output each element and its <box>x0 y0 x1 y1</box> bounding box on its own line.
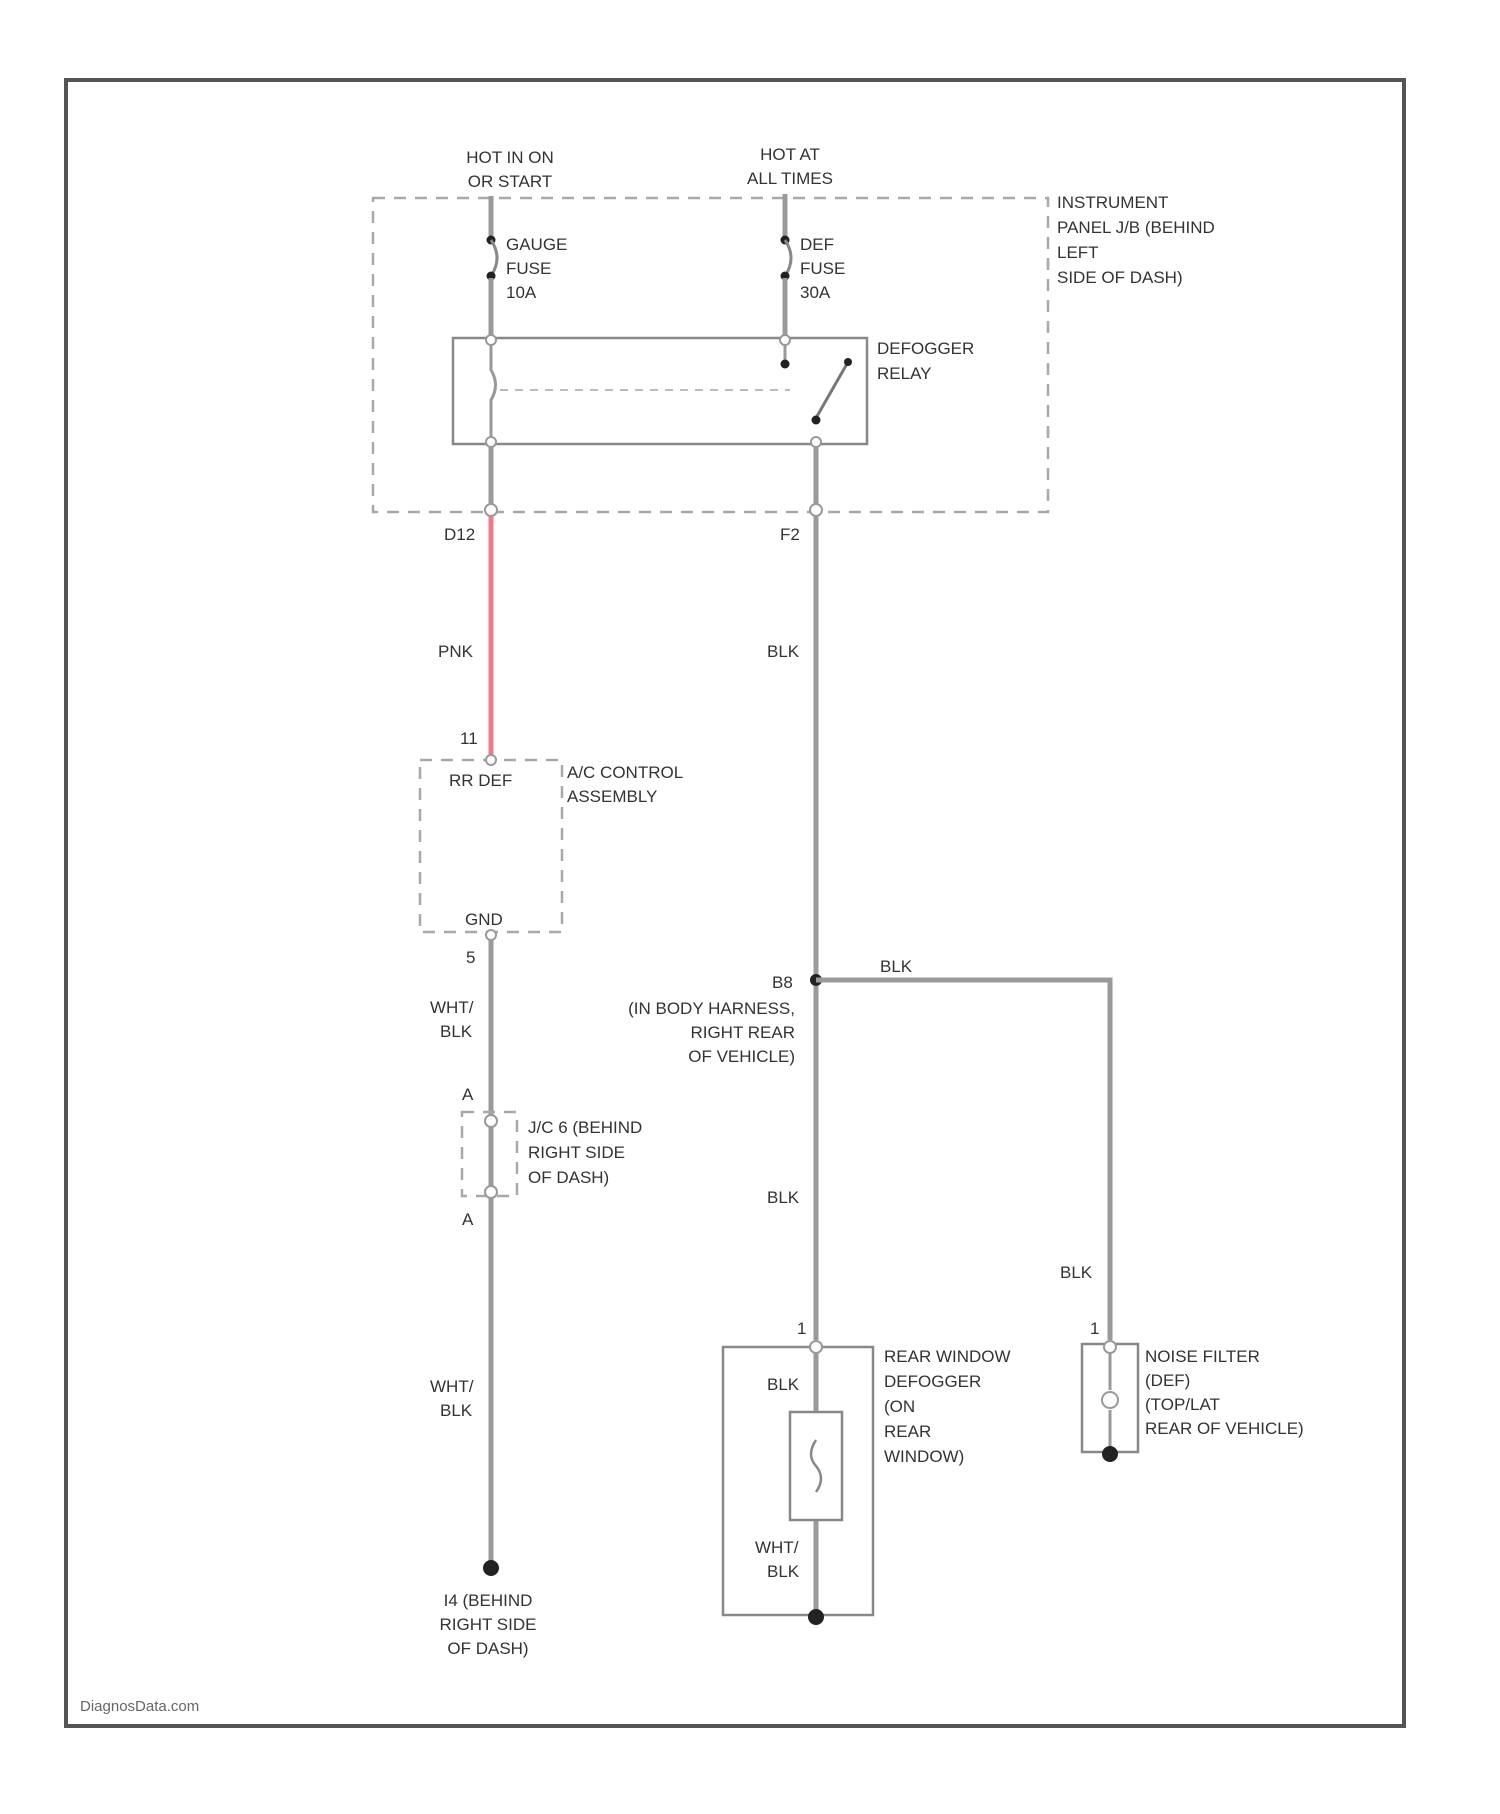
connector-d12-pin <box>485 504 497 516</box>
relay-pin-bottom-right <box>811 437 821 447</box>
wire-blk-branch-label: BLK <box>880 957 913 976</box>
power-label-right-2: ALL TIMES <box>747 169 833 188</box>
rear-defogger-label-2: DEFOGGER <box>884 1372 981 1391</box>
ac-control-pin-rr-def-label: RR DEF <box>449 771 512 790</box>
wire-wht-blk-upper-label-1: WHT/ <box>430 998 474 1017</box>
noise-filter-label-3: (TOP/LAT <box>1145 1395 1220 1414</box>
wire-blk-upper-label: BLK <box>767 642 800 661</box>
def-fuse-icon <box>785 240 791 276</box>
noise-filter-label-4: REAR OF VEHICLE) <box>1145 1419 1304 1438</box>
rear-defogger-wht-blk-label-1: WHT/ <box>755 1538 799 1557</box>
ac-control-pin-rr-def <box>486 755 496 765</box>
rear-defogger-pin <box>810 1341 822 1353</box>
rear-defogger-label-3: (ON <box>884 1397 915 1416</box>
rear-defogger-pin-label: 1 <box>797 1319 806 1338</box>
credit-text: DiagnosData.com <box>80 1698 199 1715</box>
noise-filter-ground <box>1102 1446 1118 1462</box>
rear-defogger-blk-label: BLK <box>767 1375 800 1394</box>
def-fuse-label-3: 30A <box>800 283 831 302</box>
wire-blk-right-label: BLK <box>1060 1263 1093 1282</box>
gauge-fuse-label-3: 10A <box>506 283 537 302</box>
ac-control-pin-gnd <box>486 930 496 940</box>
ac-control-label-1: A/C CONTROL <box>567 763 683 782</box>
power-label-right-1: HOT AT <box>760 145 820 164</box>
jc-pin-bottom <box>485 1186 497 1198</box>
relay-coil-icon <box>491 345 496 440</box>
splice-label-1: (IN BODY HARNESS, <box>628 999 795 1018</box>
gauge-fuse-label-2: FUSE <box>506 259 551 278</box>
diagram-frame <box>66 80 1404 1726</box>
jc-label-2: RIGHT SIDE <box>528 1143 625 1162</box>
instrument-jb-label-2: PANEL J/B (BEHIND <box>1057 218 1215 237</box>
relay-switch-pivot <box>844 358 852 366</box>
relay-fixed-contact <box>781 360 790 369</box>
rear-defogger-label-4: REAR <box>884 1422 931 1441</box>
relay-pin-top-left <box>486 335 496 345</box>
noise-filter-pin <box>1104 1341 1116 1353</box>
wire-pnk-label: PNK <box>438 642 474 661</box>
relay-switch-contact <box>812 416 821 425</box>
connector-5-label: 5 <box>466 948 475 967</box>
rear-defogger-label-1: REAR WINDOW <box>884 1347 1011 1366</box>
connector-11-label: 11 <box>460 729 478 748</box>
instrument-jb-label-1: INSTRUMENT <box>1057 193 1168 212</box>
connector-f2-pin <box>810 504 822 516</box>
wire-blk-branch <box>816 980 1110 1340</box>
noise-filter-pin-label: 1 <box>1090 1319 1099 1338</box>
rear-defogger-wht-blk-label-2: BLK <box>767 1562 800 1581</box>
relay-label-1: DEFOGGER <box>877 339 974 358</box>
jc-connector-bottom-label: A <box>462 1210 474 1229</box>
ground-label-2: RIGHT SIDE <box>440 1615 537 1634</box>
rear-defogger-label-5: WINDOW) <box>884 1447 964 1466</box>
def-fuse-label-2: FUSE <box>800 259 845 278</box>
jc-label-1: J/C 6 (BEHIND <box>528 1118 642 1137</box>
rear-defogger-ground <box>808 1609 824 1625</box>
wire-blk-mid-label: BLK <box>767 1188 800 1207</box>
wire-wht-blk-lower-label-2: BLK <box>440 1401 473 1420</box>
splice-label-3: OF VEHICLE) <box>688 1047 795 1066</box>
instrument-jb-label-4: SIDE OF DASH) <box>1057 268 1183 287</box>
power-label-left-1: HOT IN ON <box>466 148 554 167</box>
noise-filter-capacitor-icon <box>1102 1392 1118 1408</box>
def-fuse-label-1: DEF <box>800 235 834 254</box>
connector-d12-label: D12 <box>444 525 475 544</box>
connector-f2-label: F2 <box>780 525 800 544</box>
jc-pin-top <box>485 1115 497 1127</box>
ground-point-i4 <box>483 1560 499 1576</box>
gauge-fuse-label-1: GAUGE <box>506 235 567 254</box>
ac-control-pin-gnd-label: GND <box>465 910 503 929</box>
splice-label-2: RIGHT REAR <box>690 1023 795 1042</box>
jc-label-3: OF DASH) <box>528 1168 609 1187</box>
instrument-jb-label-3: LEFT <box>1057 243 1099 262</box>
noise-filter-label-2: (DEF) <box>1145 1371 1190 1390</box>
splice-b8-id: B8 <box>772 973 793 992</box>
ac-control-label-2: ASSEMBLY <box>567 787 657 806</box>
jc-connector-top-label: A <box>462 1085 474 1104</box>
power-label-left-2: OR START <box>468 172 552 191</box>
gauge-fuse-icon <box>491 240 497 276</box>
wire-wht-blk-upper-label-2: BLK <box>440 1022 473 1041</box>
noise-filter-label-1: NOISE FILTER <box>1145 1347 1260 1366</box>
relay-pin-top-right <box>780 335 790 345</box>
relay-switch-arm <box>816 362 848 418</box>
relay-pin-bottom-left <box>486 437 496 447</box>
ground-label-3: OF DASH) <box>447 1639 528 1658</box>
relay-label-2: RELAY <box>877 364 932 383</box>
ground-label-1: I4 (BEHIND <box>444 1591 533 1610</box>
wire-wht-blk-lower-label-1: WHT/ <box>430 1377 474 1396</box>
